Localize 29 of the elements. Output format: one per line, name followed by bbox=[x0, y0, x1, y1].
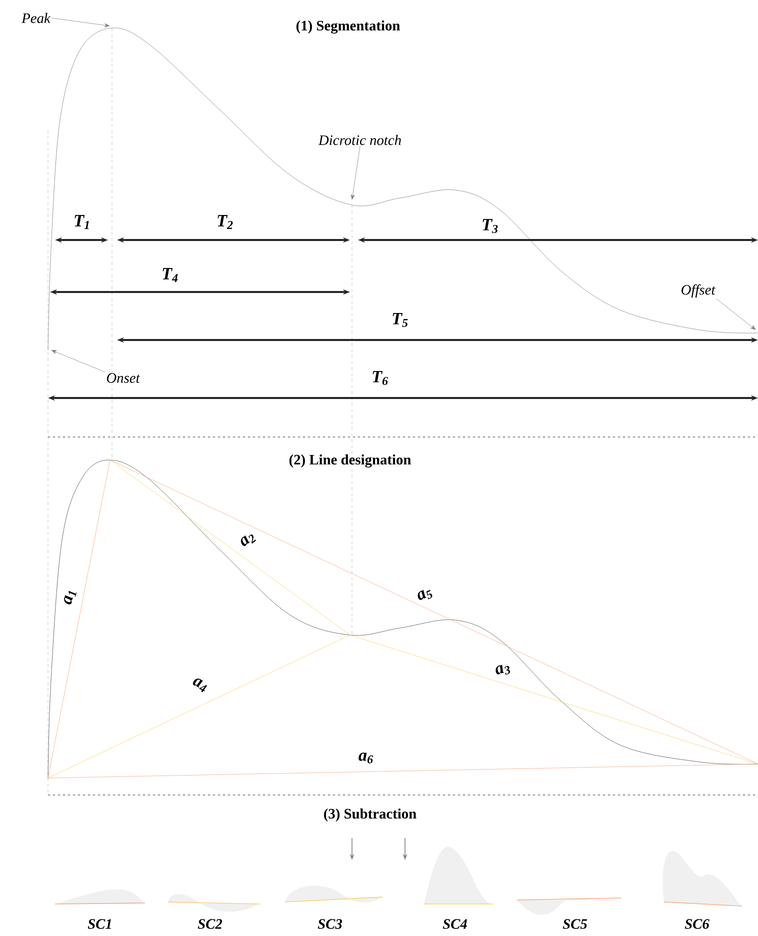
component-label: SC6 bbox=[684, 919, 710, 929]
leader-line bbox=[51, 350, 106, 372]
dimension-label: T$_{6}$ bbox=[372, 370, 388, 385]
dimension-label: T$_{5}$ bbox=[392, 312, 408, 327]
component-label: SC5 bbox=[562, 919, 588, 929]
dimension-label: T$_{1}$ bbox=[74, 215, 89, 229]
section-heading: (2) Line designation bbox=[289, 454, 411, 468]
line-label: a$_{4}$ bbox=[192, 678, 208, 692]
line-label: a$_{3}$ bbox=[496, 664, 510, 675]
line-label: a$_{5}$ bbox=[418, 590, 432, 600]
line-label: a$_{6}$ bbox=[358, 752, 374, 764]
component-label: SC4 bbox=[442, 919, 467, 929]
section-heading: (1) Segmentation bbox=[296, 20, 400, 34]
section-heading: (3) Subtraction bbox=[324, 808, 416, 822]
line-label: a$_{1}$ bbox=[64, 590, 77, 604]
annotation-text: Dicrotic notch bbox=[318, 134, 401, 146]
annotation-text: Offset bbox=[682, 284, 716, 298]
dimension-label: T$_{2}$ bbox=[218, 215, 233, 229]
annotation-text: Peak bbox=[22, 12, 51, 24]
component-label: SC3 bbox=[318, 919, 342, 929]
leader-line bbox=[51, 18, 110, 28]
leader-line bbox=[350, 146, 360, 200]
line-label: a$_{2}$ bbox=[240, 534, 256, 546]
dimension-label: T$_{4}$ bbox=[162, 268, 178, 282]
leader-line bbox=[716, 298, 756, 330]
annotation-text: Onset bbox=[106, 373, 140, 383]
component-label: SC2 bbox=[198, 919, 222, 929]
component-label: SC1 bbox=[88, 919, 111, 929]
dimension-label: T$_{3}$ bbox=[482, 218, 498, 233]
